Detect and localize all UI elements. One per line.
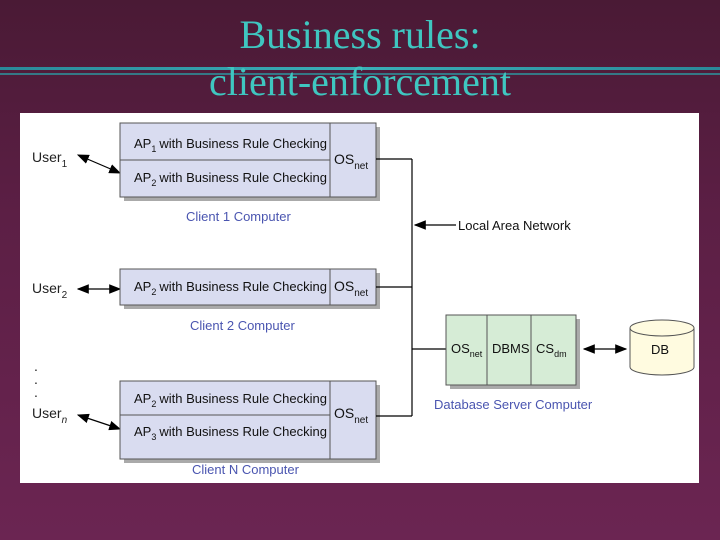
server-os-cell: OSnet	[451, 341, 483, 359]
server-dbms-cell: DBMS	[492, 341, 530, 356]
slide-title-line-2: client-enforcement	[208, 59, 512, 104]
slide-title-line-1: Business rules:	[239, 12, 481, 57]
client-2-os: OSnet	[334, 278, 368, 299]
client-n-caption: Client N Computer	[192, 462, 300, 477]
ellipsis-dot-3: .	[34, 384, 38, 400]
ellipsis-dot-2: .	[34, 371, 38, 387]
db-label: DB	[651, 342, 669, 357]
user-1-arrow	[76, 154, 122, 174]
database-cylinder: DB	[629, 319, 695, 376]
user-n-label: Usern	[32, 405, 68, 426]
client-2-caption: Client 2 Computer	[190, 318, 295, 333]
user-2-label: User2	[32, 280, 68, 301]
user-1-label: User1	[32, 149, 68, 170]
lan-label: Local Area Network	[458, 218, 571, 233]
title-rule	[0, 67, 720, 70]
client-1-os: OSnet	[334, 151, 368, 172]
database-server-box: OSnet DBMS CSdm	[445, 314, 580, 389]
ellipsis-dot-1: .	[34, 358, 38, 374]
server-caption: Database Server Computer	[434, 397, 593, 412]
user-n-arrow	[76, 413, 122, 431]
client-n-os: OSnet	[334, 405, 368, 426]
client-1-caption: Client 1 Computer	[186, 209, 291, 224]
title-rule-secondary	[0, 73, 720, 75]
server-cs-cell: CSdm	[536, 341, 567, 359]
